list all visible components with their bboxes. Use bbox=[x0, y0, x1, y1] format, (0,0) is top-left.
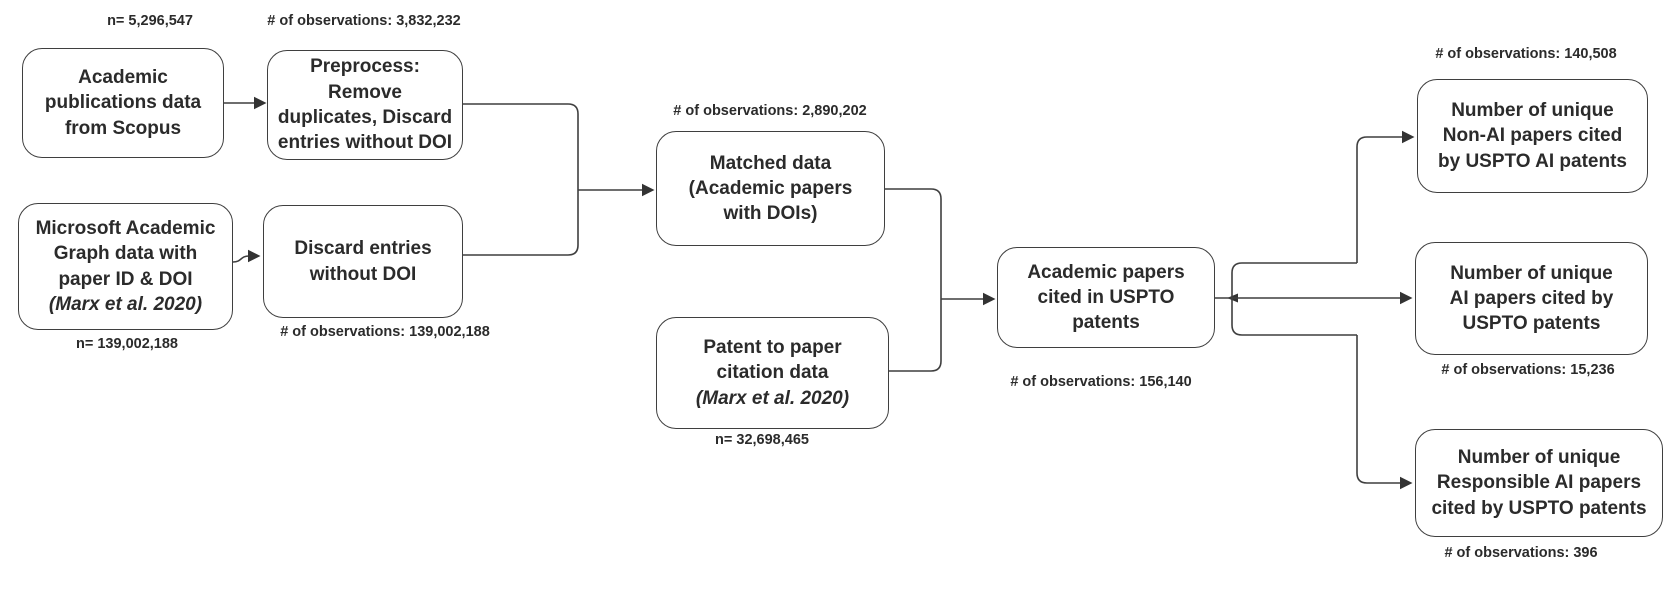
node-matched: Matched data (Academic papers with DOIs) bbox=[656, 131, 885, 246]
annotation-mag: n= 139,002,188 bbox=[76, 336, 178, 352]
node-mag-citation: (Marx et al. 2020) bbox=[48, 293, 203, 315]
node-cited-label: Academic papers cited in USPTO patents bbox=[1027, 261, 1185, 334]
node-ai-label: Number of unique AI papers cited by USPT… bbox=[1449, 262, 1614, 335]
annotation-discard: # of observations: 139,002,188 bbox=[280, 324, 490, 340]
fork-bracket bbox=[1231, 262, 1357, 336]
node-non-ai: Number of unique Non-AI papers cited by … bbox=[1417, 79, 1648, 193]
annotation-scopus: n= 5,296,547 bbox=[107, 13, 193, 29]
node-cited: Academic papers cited in USPTO patents bbox=[997, 247, 1215, 348]
connector-cited-non-ai bbox=[1356, 130, 1415, 263]
annotation-ai: # of observations: 15,236 bbox=[1441, 362, 1615, 378]
node-patent-citation-label: Patent to paper citation data bbox=[703, 337, 842, 384]
connector-cited-responsible-ai bbox=[1356, 335, 1413, 490]
annotation-responsible-ai: # of observations: 396 bbox=[1444, 545, 1598, 561]
node-non-ai-label: Number of unique Non-AI papers cited by … bbox=[1438, 100, 1627, 172]
connector-patent-merge2 bbox=[889, 299, 942, 372]
annotation-preprocess: # of observations: 3,832,232 bbox=[267, 13, 461, 29]
node-discard: Discard entries without DOI bbox=[263, 205, 463, 318]
annotation-patent-citation: n= 32,698,465 bbox=[715, 432, 809, 448]
node-discard-label: Discard entries without DOI bbox=[294, 238, 432, 285]
node-ai: Number of unique AI papers cited by USPT… bbox=[1415, 242, 1648, 355]
node-preprocess: Preprocess: Remove duplicates, Discard e… bbox=[267, 50, 463, 160]
connector-matched-merge2 bbox=[885, 188, 942, 299]
node-mag: Microsoft Academic Graph data with paper… bbox=[18, 203, 233, 330]
node-patent-citation-citation: (Marx et al. 2020) bbox=[695, 387, 850, 409]
node-preprocess-label: Preprocess: Remove duplicates, Discard e… bbox=[277, 56, 453, 154]
node-scopus-label: Academic publications data from Scopus bbox=[44, 67, 202, 139]
node-responsible-ai-label: Number of unique Responsible AI papers c… bbox=[1431, 447, 1647, 519]
connector-discard-merge bbox=[463, 190, 579, 256]
node-scopus: Academic publications data from Scopus bbox=[22, 48, 224, 158]
annotation-cited: # of observations: 156,140 bbox=[1010, 374, 1192, 390]
connector-preprocess-merge bbox=[463, 103, 579, 190]
node-matched-label: Matched data (Academic papers with DOIs) bbox=[688, 152, 853, 225]
annotation-non-ai: # of observations: 140,508 bbox=[1435, 46, 1617, 62]
node-mag-label: Microsoft Academic Graph data with paper… bbox=[35, 217, 216, 290]
connector-mag-discard bbox=[232, 249, 261, 263]
node-responsible-ai: Number of unique Responsible AI papers c… bbox=[1415, 429, 1663, 537]
annotation-matched: # of observations: 2,890,202 bbox=[673, 103, 867, 119]
node-patent-citation: Patent to paper citation data (Marx et a… bbox=[656, 317, 889, 429]
